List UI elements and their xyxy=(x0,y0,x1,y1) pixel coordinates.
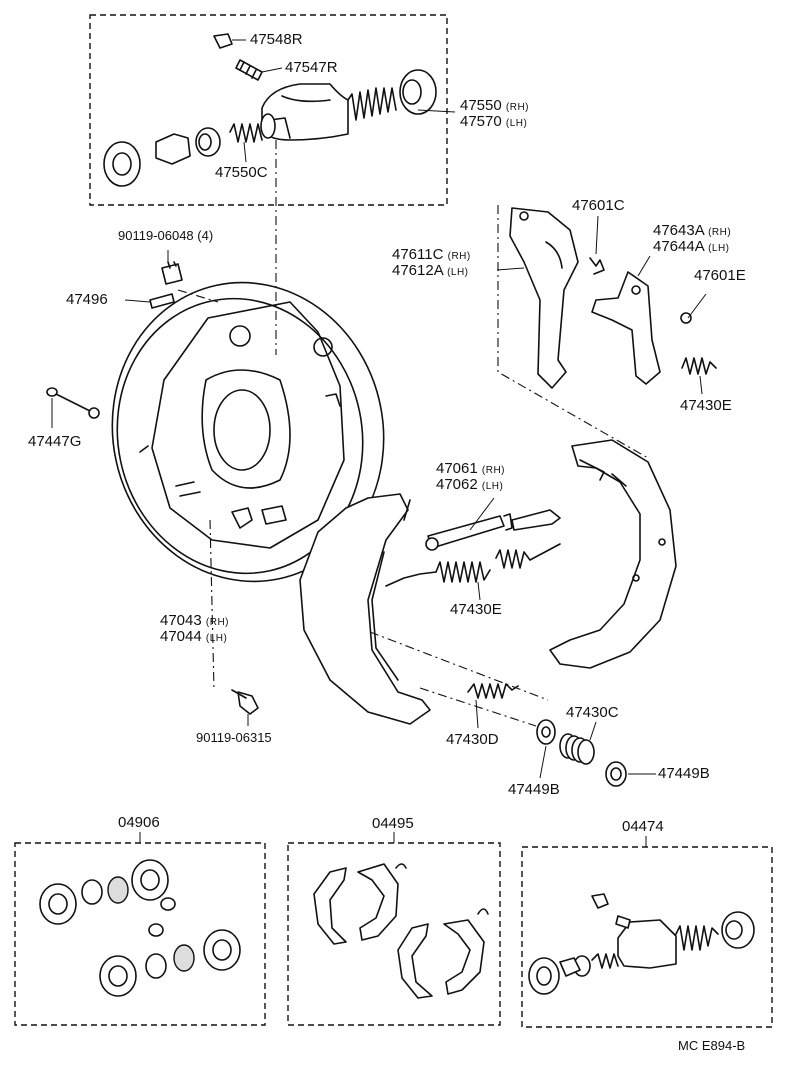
bolt-90119-06048 xyxy=(161,261,183,285)
kit-04495-parts xyxy=(313,863,489,999)
backing-plate xyxy=(111,281,385,583)
brake-shoe-right xyxy=(549,439,677,669)
lever-47643A xyxy=(591,271,661,385)
clip-47601E xyxy=(680,312,692,324)
part-label-47612A: 47612A (LH) xyxy=(392,262,469,279)
part-label-47550: 47550 (RH) xyxy=(460,97,529,114)
part-label-47062: 47062 (LH) xyxy=(436,476,504,493)
pin-47447G xyxy=(46,387,100,419)
footer-code: MC E894-B xyxy=(678,1038,746,1053)
part-label-47601E: 47601E xyxy=(694,267,746,284)
kit-04474-box xyxy=(521,846,773,1028)
part-label-47430E-right: 47430E xyxy=(680,397,732,414)
kit-04906-parts xyxy=(39,859,241,997)
cup-47449B-right xyxy=(605,761,627,787)
adjuster-47061 xyxy=(425,509,561,551)
part-label-47547R: 47547R xyxy=(285,59,338,76)
part-label-47430C: 47430C xyxy=(566,704,619,721)
part-label-47611C: 47611C (RH) xyxy=(392,246,471,263)
part-label-90119-06315: 90119-06315 xyxy=(196,730,272,745)
kit-label-04495: 04495 xyxy=(372,815,414,832)
cup-47449B-left xyxy=(536,719,556,745)
kit-label-04474: 04474 xyxy=(622,818,664,835)
part-label-47496: 47496 xyxy=(66,291,108,308)
part-label-90119-06048: 90119-06048 (4) xyxy=(118,228,214,243)
wheel-cylinder-exploded xyxy=(103,33,456,187)
spring-47430E-right xyxy=(681,357,717,375)
clip-47601C xyxy=(589,257,605,275)
part-label-47044: 47044 (LH) xyxy=(160,628,228,645)
part-label-47644A: 47644A (LH) xyxy=(653,238,730,255)
part-label-47061: 47061 (RH) xyxy=(436,460,505,477)
bolt-90119-06315 xyxy=(231,689,259,715)
part-label-47430D: 47430D xyxy=(446,731,499,748)
kit-label-04906: 04906 xyxy=(118,814,160,831)
brake-shoe-left xyxy=(299,493,431,725)
part-label-47449B-left: 47449B xyxy=(508,781,560,798)
part-label-47643A: 47643A (RH) xyxy=(653,222,732,239)
plug-47496 xyxy=(149,293,175,309)
lever-47611C xyxy=(509,207,579,389)
part-label-47548R: 47548R xyxy=(250,31,303,48)
part-label-47550C: 47550C xyxy=(215,164,268,181)
spring-47430E-mid xyxy=(385,543,561,587)
part-label-47449B-right: 47449B xyxy=(658,765,710,782)
part-label-47447G: 47447G xyxy=(28,433,82,450)
kit-04474-parts xyxy=(528,893,755,995)
wheel-cylinder-group-box xyxy=(89,14,448,206)
part-label-47601C: 47601C xyxy=(572,197,625,214)
spring-47430C xyxy=(559,733,595,765)
spring-47430D xyxy=(467,683,519,699)
part-label-47430E-mid: 47430E xyxy=(450,601,502,618)
part-label-47570: 47570 (LH) xyxy=(460,113,528,130)
part-label-47043: 47043 (RH) xyxy=(160,612,229,629)
